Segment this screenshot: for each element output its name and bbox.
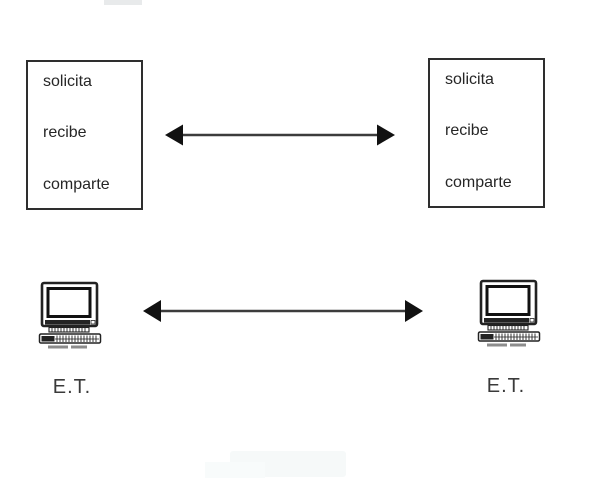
cropped-element-artifact-bottom-2 (205, 462, 265, 478)
cropped-element-artifact-top (104, 0, 142, 5)
monitor-base-vent (48, 326, 90, 333)
illegible-caption (48, 345, 87, 349)
protocol-action-label: comparte (43, 176, 110, 193)
double-arrow-icon-top (165, 124, 395, 146)
keyboard (38, 333, 102, 344)
machine-label-right: E.T. (486, 375, 526, 397)
protocol-box-left: solicita recibe comparte (26, 60, 143, 210)
monitor-base-vent (487, 324, 529, 331)
protocol-box-right: solicita recibe comparte (428, 58, 545, 208)
protocol-action-label: recibe (445, 122, 489, 139)
double-arrow-icon-bottom (143, 300, 423, 322)
protocol-action-label: recibe (43, 124, 87, 141)
keyboard (477, 331, 541, 342)
illegible-caption (487, 343, 526, 347)
computer-workstation-icon (38, 281, 102, 349)
protocol-action-label: solicita (43, 73, 92, 90)
computer-workstation-icon (477, 279, 541, 347)
protocol-action-label: solicita (445, 71, 494, 88)
machine-label-left: E.T. (52, 376, 92, 398)
protocol-action-label: comparte (445, 174, 512, 191)
